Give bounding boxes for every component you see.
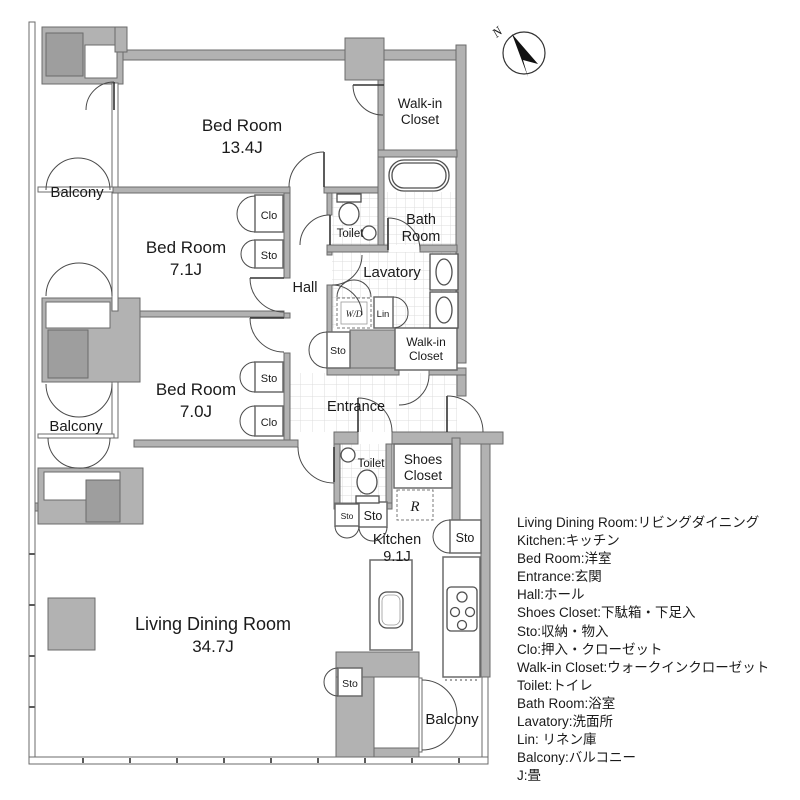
kitchen-storage-right-box [449,519,482,554]
legend: Living Dining Room:リビングダイニング Kitchen:キッチ… [517,514,799,785]
bedroom2-closet-box [254,194,284,233]
bedroom2-size: 7.1J [170,260,202,279]
kitchen-sto-right-label: Sto [456,531,475,545]
legend-line: Entrance:玄関 [517,569,602,585]
bedroom2-storage-box [254,239,284,269]
bedroom3-storage-box [254,361,284,393]
linen-box [373,296,394,329]
walkin2-label-line2: Closet [409,349,444,363]
bath-label-line2: Room [402,229,441,245]
legend-line: Shoes Closet:下駄箱・下足入 [517,605,696,621]
legend-line: Sto:収納・物入 [517,623,609,639]
balcony-railing-right [481,676,489,758]
kitchen-size: 9.1J [383,549,410,565]
walls [28,26,504,758]
kitchen-sto-label: Sto [364,509,383,523]
shoes-closet-box [393,443,453,489]
living-label: Living Dining Room [135,614,291,634]
legend-line: Bed Room:洋室 [517,551,612,567]
washer-dryer-label: W/D [346,309,363,319]
legend-line: Lin: リネン庫 [517,732,597,748]
bedroom3-closet-box [254,405,284,437]
compass-north-label: N [488,22,506,41]
balcony-railing-left [28,21,36,758]
lavatory-label: Lavatory [363,264,421,281]
compass-needle-icon [512,34,538,77]
hall-label: Hall [293,280,318,296]
walkin-closet2-box [394,327,458,371]
stove-icon [446,586,478,632]
bedroom3-window [111,381,119,439]
ldk-storage-box [337,667,363,697]
toilet1-sink-icon [361,225,377,241]
doors [45,81,484,751]
refrigerator-space [396,489,434,521]
kitchen-sto-small-label: Sto [341,511,354,521]
legend-line: J:畳 [517,768,542,784]
lavatory-sinks-icon [429,253,459,329]
legend-line: Kitchen:キッチン [517,533,620,549]
toilet2-label: Toilet [358,458,386,470]
ldk-pillar [47,597,96,651]
balcony3-door-leaf [418,677,423,753]
legend-line: Living Dining Room:リビングダイニング [517,515,760,530]
bedroom2-label: Bed Room [146,238,226,257]
kitchen-sink-icon [378,591,404,629]
entrance-floor [290,373,457,432]
shoes-label-line2: Closet [404,468,443,483]
kitchen-label: Kitchen [373,532,421,548]
ldk-sto-label: Sto [342,678,358,690]
window-wall-bottom [28,756,489,765]
shoes-label-line1: Shoes [404,452,443,467]
legend-line: Walk-in Closet:ウォークインクローゼット [517,659,770,675]
room-labels: Bed Room 13.4J Bed Room 7.1J Bed Room 7.… [49,96,479,728]
legend-line: Balcony:バルコニー [517,750,637,766]
clo1-label: Clo [261,210,278,222]
balcony3-label: Balcony [425,711,479,728]
storage-and-fixtures [254,159,482,697]
toilet1-icon [336,193,377,241]
legend-line: Hall:ホール [517,587,585,603]
legend-line: Bath Room:浴室 [517,695,616,711]
bedroom3-size: 7.0J [180,402,212,421]
toilet2-icon [340,447,380,504]
toilet1-label: Toilet [337,228,365,240]
compass-icon: N [488,22,546,77]
washer-dryer-box [336,297,372,329]
bedroom1-size: 13.4J [221,138,263,157]
windows [28,21,489,765]
sto2-label: Sto [261,373,278,385]
hall-sto-label: Sto [330,345,346,357]
entrance-label: Entrance [327,399,385,415]
toilet2-sink-icon [340,447,356,463]
balcony1-label: Balcony [50,184,104,201]
legend-line: Toilet:トイレ [517,677,593,693]
bedroom2-window [111,192,119,312]
legend-line: Lavatory:洗面所 [517,714,614,730]
linen-label: Lin [377,309,390,320]
walkin2-label-line1: Walk-in [406,335,446,349]
sto1-label: Sto [261,250,278,262]
legend-line: Clo:押入・クローゼット [517,641,663,657]
bedroom3-label: Bed Room [156,380,236,399]
bedroom1-label: Bed Room [202,116,282,135]
living-size: 34.7J [192,637,234,656]
walkin1-label-line2: Closet [401,112,440,127]
bath-label-line1: Bath [406,212,436,228]
bedroom1-window [111,82,119,188]
bathtub-icon [388,159,450,192]
clo2-label: Clo [261,417,278,429]
refrigerator-label: R [409,499,419,515]
walkin1-label-line1: Walk-in [398,96,443,111]
balcony2-label: Balcony [49,418,103,435]
hall-storage-box [326,331,351,369]
